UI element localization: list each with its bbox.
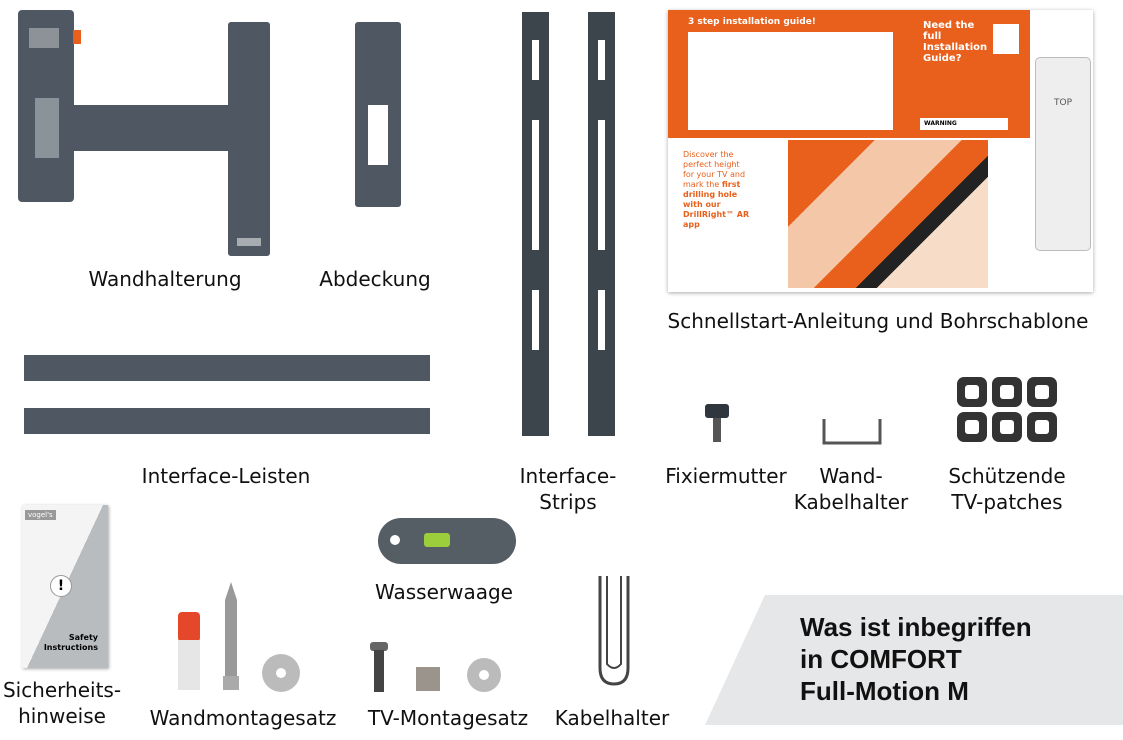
guide-need-text: Need the full Installation Guide? [923, 20, 988, 64]
tv-patches-image [957, 377, 1057, 442]
cover-image [355, 22, 401, 207]
summary-line-2: in COMFORT [800, 644, 962, 674]
interface-bars-image [24, 355, 430, 434]
wall-mount-image [18, 10, 270, 256]
label-tv-montagesatz: TV-Montagesatz [367, 706, 529, 730]
fixing-nut-image [705, 404, 729, 442]
label-fixiermutter: Fixiermutter [665, 464, 787, 488]
label-wandmontagesatz: Wandmontagesatz [149, 706, 337, 730]
guide-warning: WARNING [920, 118, 1008, 130]
label-wandhalterung: Wandhalterung [88, 267, 242, 291]
quick-start-guide: 3 step installation guide! Need the full… [668, 10, 1093, 292]
summary-panel [705, 595, 1123, 725]
cable-holder-image [598, 576, 630, 686]
wall-cable-holder-image [822, 419, 882, 445]
interface-strips-image [522, 12, 615, 436]
tv-mounting-kit-image [370, 642, 501, 692]
label-wand-kabelhalter: Wand-Kabelhalter [793, 464, 909, 514]
label-wasserwaage: Wasserwaage [375, 580, 513, 604]
label-schnellstart: Schnellstart-Anleitung und Bohrschablone [667, 309, 1089, 333]
label-kabelhalter: Kabelhalter [554, 706, 670, 730]
label-interface-strips: Interface-Strips [519, 464, 617, 514]
guide-discover: Discover the perfect height for your TV … [683, 150, 746, 189]
spirit-level-image [378, 518, 516, 564]
guide-title: 3 step installation guide! [688, 17, 816, 27]
wall-mounting-kit-image [178, 582, 300, 692]
safety-text: Safety Instructions [43, 633, 98, 652]
label-interface-leisten: Interface-Leisten [141, 464, 311, 488]
label-abdeckung: Abdeckung [319, 267, 431, 291]
label-sicherheitshinweise: Sicherheits-hinweise [2, 678, 122, 728]
drilling-template: TOP [1035, 57, 1091, 251]
summary-line-1: Was ist inbegriffen [800, 612, 1032, 642]
summary-line-3: Full-Motion M [800, 676, 969, 706]
exclamation-icon: ! [50, 575, 72, 597]
safety-booklet: vogel's ! Safety Instructions [22, 505, 108, 668]
summary-text: Was ist inbegriffen in COMFORT Full-Moti… [800, 611, 1032, 707]
guide-discover-bold: first drilling hole with our DrillRight™… [683, 180, 750, 229]
vogels-logo: vogel's [25, 510, 56, 520]
